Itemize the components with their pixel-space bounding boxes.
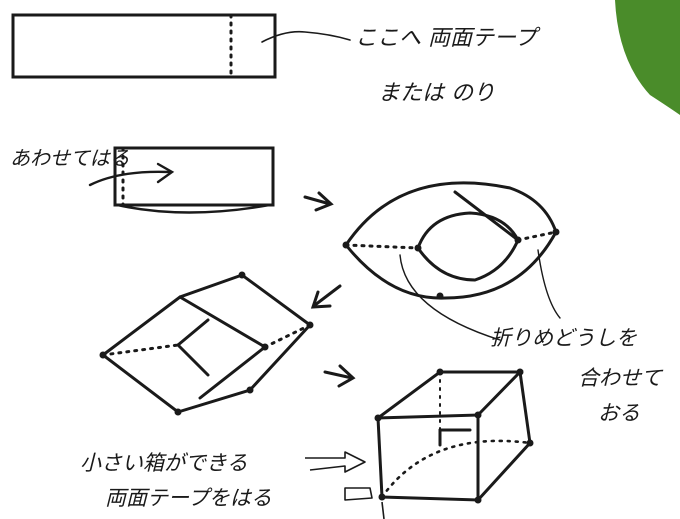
step2-band bbox=[88, 146, 275, 214]
arrow-step2-to-3 bbox=[303, 191, 334, 212]
match-folds-note: 折りめどうしを bbox=[490, 326, 637, 350]
match-folds-note-2: 合わせて bbox=[578, 366, 664, 390]
step4-diamond bbox=[99, 271, 314, 416]
arrow-step4-to-5 bbox=[323, 364, 356, 388]
glue-here-note: ここへ 両面テープ bbox=[355, 26, 541, 51]
arrow-step3-to-4 bbox=[310, 284, 342, 309]
step1-strip bbox=[11, 13, 351, 79]
green-corner-decoration bbox=[615, 0, 680, 115]
match-folds-note-3: おる bbox=[598, 401, 640, 425]
hollow-arrows bbox=[305, 451, 385, 519]
step5-box bbox=[374, 368, 534, 504]
align-and-stick-note: あわせてはる bbox=[10, 146, 130, 170]
or-glue-note: または のり bbox=[378, 81, 495, 106]
tape-stick-note: 両面テープをはる bbox=[105, 486, 272, 510]
step3-lens bbox=[342, 181, 561, 341]
small-box-done-note: 小さい箱ができる bbox=[80, 451, 248, 475]
